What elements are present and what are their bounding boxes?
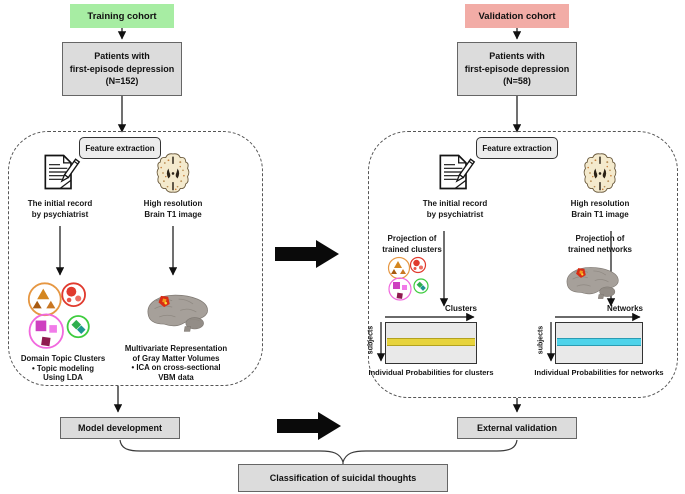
- feature-extraction-pill-left: Feature extraction: [79, 137, 161, 159]
- patients-box-validation: Patients with first-episode depression (…: [457, 42, 577, 96]
- record-document-icon-right: [433, 149, 477, 195]
- big-arrow-bottom: [277, 412, 341, 440]
- clusters-caption: Domain Topic Clusters • Topic modeling U…: [20, 354, 106, 382]
- record-caption-left: The initial record by psychiatrist: [27, 199, 93, 219]
- projection-brain-icon: [560, 264, 624, 300]
- highlight-row-yellow: [387, 338, 475, 346]
- probability-matrix-networks: [555, 322, 643, 364]
- prob-networks-caption: Individual Probabilities for networks: [534, 368, 664, 377]
- training-cohort-box: Training cohort: [70, 4, 174, 28]
- gmv-caption: Multivariate Representation of Gray Matt…: [124, 344, 228, 382]
- highlight-row-cyan: [557, 338, 641, 346]
- subjects-label-right: subjects: [537, 325, 545, 355]
- projection-clusters-icon: [386, 256, 436, 304]
- record-document-icon: [38, 149, 82, 195]
- model-development-box: Model development: [60, 417, 180, 439]
- big-arrow-mid: [275, 240, 339, 268]
- t1-brain-icon-right: [580, 150, 620, 196]
- networks-axis-label: Networks: [606, 304, 643, 313]
- topic-clusters-icon: [25, 281, 101, 354]
- t1-brain-icon: [153, 150, 193, 196]
- patients-box-training: Patients with first-episode depression (…: [62, 42, 182, 96]
- validation-cohort-label: Validation cohort: [478, 10, 556, 22]
- feature-panel-right: [368, 131, 678, 398]
- training-cohort-label: Training cohort: [87, 10, 157, 22]
- validation-cohort-box: Validation cohort: [465, 4, 569, 28]
- clusters-axis-label: Clusters: [444, 304, 477, 313]
- projection-networks-caption: Projection of trained networks: [567, 234, 633, 254]
- t1-caption-left: High resolution Brain T1 image: [143, 199, 203, 219]
- probability-matrix-clusters: [385, 322, 477, 364]
- record-caption-right: The initial record by psychiatrist: [422, 199, 488, 219]
- gmv-brain-icon: [140, 291, 214, 333]
- prob-clusters-caption: Individual Probabilities for clusters: [368, 368, 494, 377]
- feature-panel-left: [8, 131, 263, 386]
- projection-clusters-caption: Projection of trained clusters: [382, 234, 442, 254]
- feature-extraction-pill-right: Feature extraction: [476, 137, 558, 159]
- external-validation-box: External validation: [457, 417, 577, 439]
- t1-caption-right: High resolution Brain T1 image: [570, 199, 630, 219]
- subjects-label-left: subjects: [367, 325, 375, 355]
- brace-connector: [119, 439, 518, 464]
- classification-box: Classification of suicidal thoughts: [238, 464, 448, 492]
